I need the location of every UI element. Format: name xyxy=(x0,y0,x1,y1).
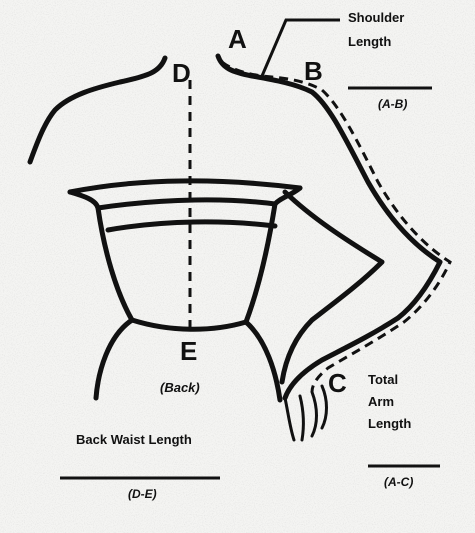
back-waist-length-label: Back Waist Length xyxy=(76,432,192,447)
total-arm-length-line3: Length xyxy=(368,416,411,431)
point-c-label: C xyxy=(328,368,347,398)
point-e-label: E xyxy=(180,336,197,366)
point-a-label: A xyxy=(228,24,247,54)
shoulder-length-line1: Shoulder xyxy=(348,10,404,25)
total-arm-length-formula: (A-C) xyxy=(384,475,413,489)
point-b-label: B xyxy=(304,56,323,86)
total-arm-length-line1: Total xyxy=(368,372,398,387)
shoulder-length-formula: (A-B) xyxy=(378,97,407,111)
total-arm-length-line2: Arm xyxy=(368,394,394,409)
point-d-label: D xyxy=(172,58,191,88)
back-waist-length-formula: (D-E) xyxy=(128,487,157,501)
view-label: (Back) xyxy=(160,380,200,395)
shoulder-length-line2: Length xyxy=(348,34,391,49)
